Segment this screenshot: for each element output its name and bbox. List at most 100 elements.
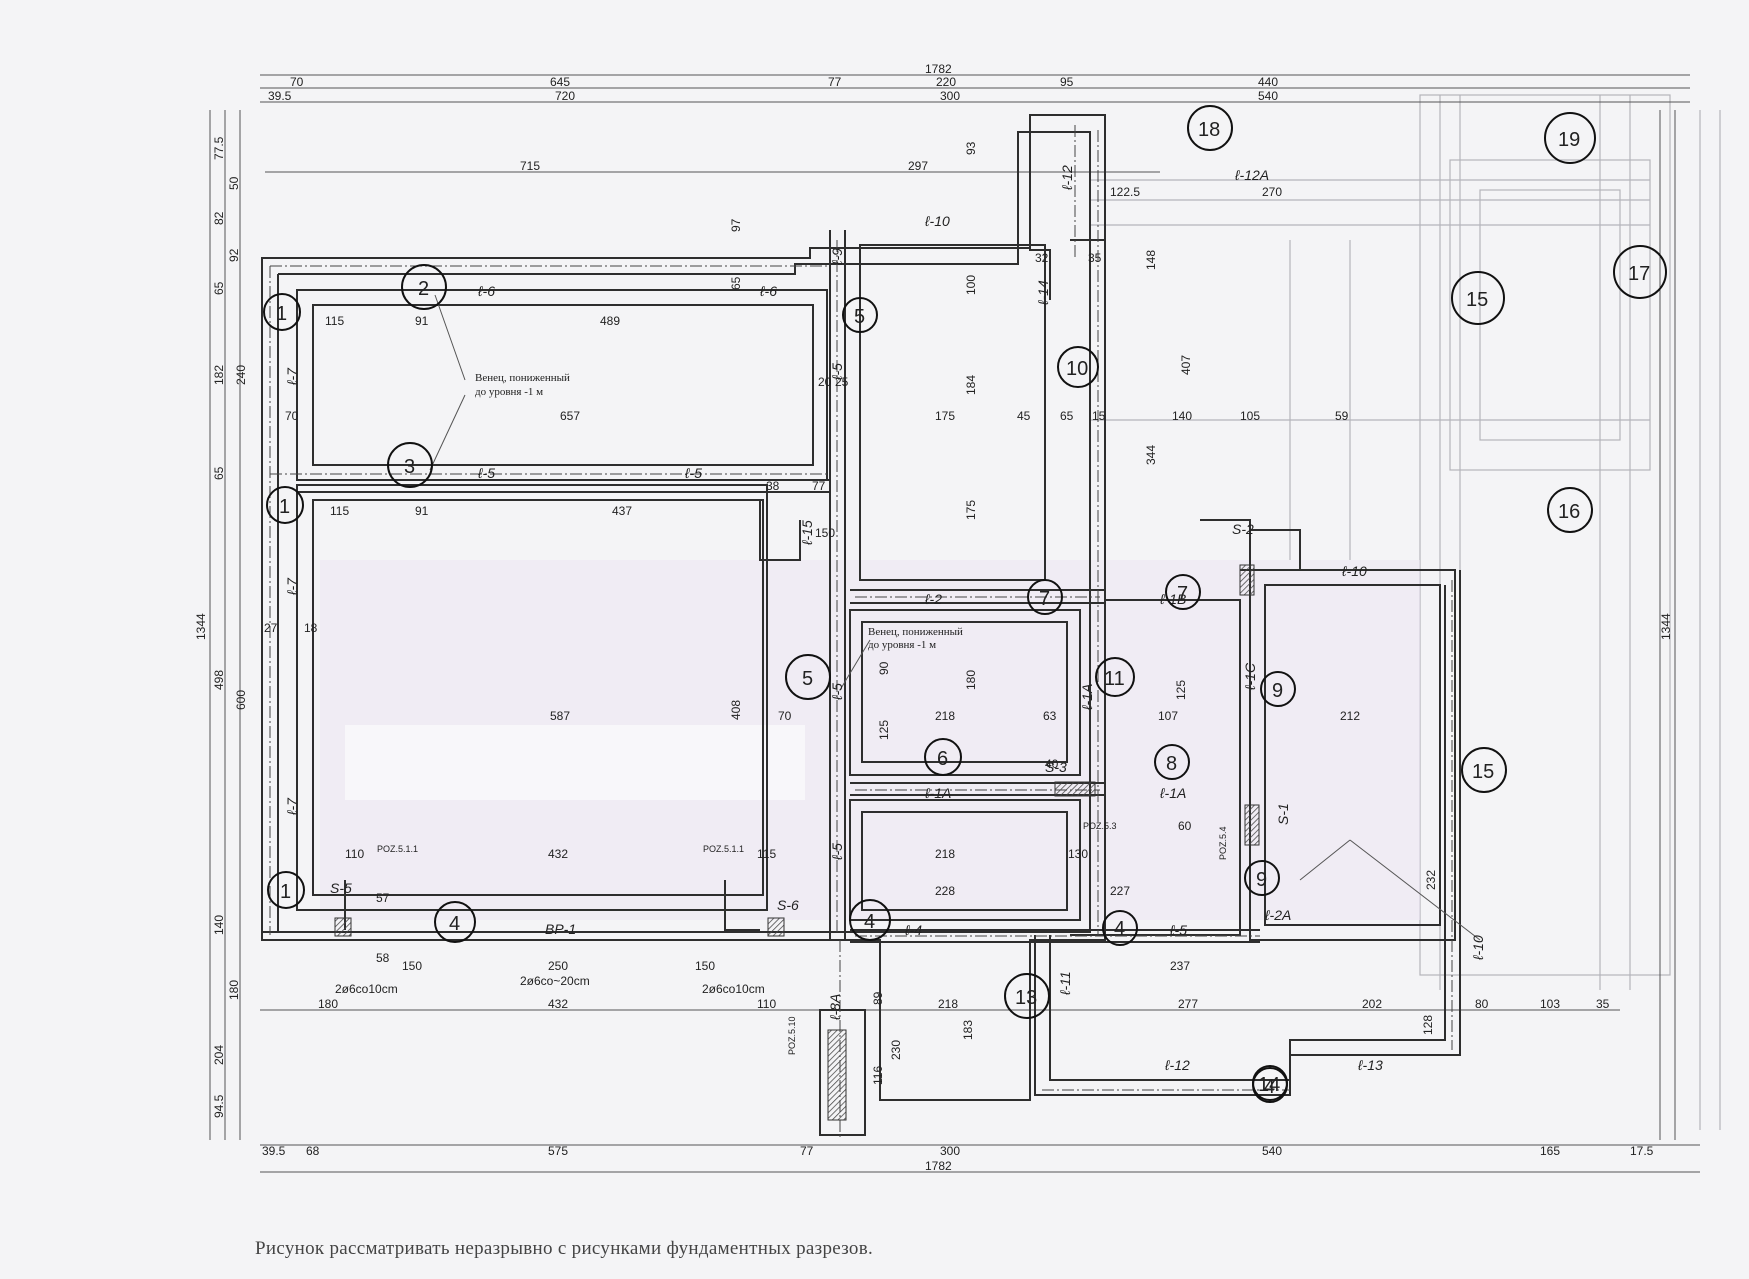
beam-label: S-2 <box>1232 521 1254 537</box>
dim-label: 93 <box>964 141 978 155</box>
rebar-label: 2ø6co~20cm <box>520 974 590 988</box>
beam-label: ℓ-5 <box>829 843 845 861</box>
rebar-label: 2ø6co10cm <box>702 982 765 996</box>
dim-label: 140 <box>1172 409 1192 423</box>
dim-label: 432 <box>548 847 568 861</box>
beam-label: ℓ-4 <box>904 922 922 938</box>
dim-label: 115 <box>757 847 776 861</box>
tag-number: 6 <box>937 748 948 770</box>
dim-label: 600 <box>234 690 248 710</box>
dim-label: 407 <box>1179 355 1193 375</box>
tag-number: 13 <box>1015 987 1037 1009</box>
post-s6 <box>767 917 785 937</box>
circled-tags <box>263 105 1667 1103</box>
beam-labels: ℓ-6 ℓ-6 ℓ-7 ℓ-7 ℓ-7 ℓ-5 ℓ-5 ℓ-15 ℓ-5 ℓ-5… <box>284 165 1486 1073</box>
dim-label: 720 <box>555 89 575 103</box>
beam-label: S-5 <box>330 880 352 896</box>
dim-bottom-total: 1782 <box>925 1159 952 1173</box>
dim-label: 103 <box>1540 997 1560 1011</box>
dim-label: 90 <box>877 661 891 675</box>
poz-label: POZ.5.1.1 <box>377 844 418 854</box>
tag-number: 15 <box>1472 761 1494 783</box>
dim-label: 150 <box>402 959 422 973</box>
dim-label: 122.5 <box>1110 185 1140 199</box>
dim-label: 270 <box>1262 185 1282 199</box>
beam-label: ℓ-15 <box>799 520 815 546</box>
dim-label: 150 <box>815 526 835 540</box>
beam-label: ℓ-12 <box>1059 165 1075 191</box>
beam-label: ℓ-7 <box>284 367 300 386</box>
poz-label: POZ.5.4 <box>1218 826 1228 860</box>
dim-label: 25 <box>835 375 849 389</box>
dim-label: 432 <box>548 997 568 1011</box>
dim-label: 94.5 <box>212 1094 226 1118</box>
dim-label: 165 <box>1540 1144 1560 1158</box>
dim-label: 437 <box>612 504 632 518</box>
tag-number: 11 <box>1104 668 1125 690</box>
dim-label: 130 <box>1068 847 1088 861</box>
dim-label: 220 <box>936 75 956 89</box>
beam-label: ℓ-1A <box>924 785 951 801</box>
dim-label: 68 <box>306 1144 320 1158</box>
dim-label: 77 <box>812 479 826 493</box>
dim-label: 300 <box>940 89 960 103</box>
dim-label: 58 <box>376 951 390 965</box>
note-lowered-ring-2-level: до уровня -1 м <box>868 639 936 651</box>
dim-label: 140 <box>212 915 226 935</box>
dim-label: 65 <box>212 466 226 480</box>
beam-label: ℓ-10 <box>1341 563 1367 579</box>
post-s3 <box>1054 781 1096 797</box>
beam-label: ℓ-6 <box>759 283 777 299</box>
dim-label: 657 <box>560 409 580 423</box>
dim-label: 70 <box>290 75 304 89</box>
tag-number: 1 <box>276 303 287 325</box>
bottom-dim-row-1: 180 432 110 218 277 202 103 35 <box>318 997 1610 1011</box>
dim-label: 277 <box>1178 997 1198 1011</box>
dim-label: 587 <box>550 709 570 723</box>
faint-background-drawing <box>1090 94 1721 1130</box>
dim-label: 17.5 <box>1630 1144 1654 1158</box>
dim-label: 92 <box>227 248 241 262</box>
inner-dims: 115 91 489 70 657 115 91 437 587 70 110 … <box>234 141 1489 1085</box>
dim-label: 228 <box>935 884 955 898</box>
beam-label: S-6 <box>777 897 799 913</box>
dim-label: 59 <box>1335 409 1349 423</box>
dim-label: 57 <box>376 891 390 905</box>
dim-label: 80 <box>1475 997 1489 1011</box>
dim-left-total: 1344 <box>194 613 208 640</box>
dim-label: 148 <box>1144 250 1158 270</box>
beam-label: ℓ-10 <box>924 213 950 229</box>
dim-label: 18 <box>304 621 318 635</box>
beam-label: ℓ-13 <box>1357 1057 1383 1073</box>
dim-label: 344 <box>1144 445 1158 465</box>
dim-label: 39.5 <box>268 89 292 103</box>
dim-label: 204 <box>212 1045 226 1065</box>
dim-label: 60 <box>1178 819 1192 833</box>
posts <box>334 564 1260 1121</box>
beam-label: ℓ-12 <box>1164 1057 1190 1073</box>
dim-label: 38 <box>766 479 780 493</box>
position-labels: POZ.5.1.1 POZ.5.1.1 POZ.5.3 POZ.5.4 POZ.… <box>377 821 1228 1055</box>
post-s1 <box>1244 804 1260 846</box>
post-s5 <box>334 917 352 937</box>
dim-label: 128 <box>1421 1015 1435 1035</box>
redacted-scribble <box>345 725 805 800</box>
dimension-lines <box>209 74 1700 1173</box>
dim-label: 82 <box>212 211 226 225</box>
dim-label: 408 <box>729 700 743 720</box>
dim-label: 645 <box>550 75 570 89</box>
tag-number: 2 <box>418 278 429 300</box>
dim-label: 575 <box>548 1144 568 1158</box>
beam-label: ℓ-2A <box>1264 907 1291 923</box>
dim-label: 300 <box>940 1144 960 1158</box>
tag-number: 5 <box>854 306 865 328</box>
dim-label: 116 <box>871 1066 885 1085</box>
dim-label: 183 <box>961 1020 975 1040</box>
dim-label: 202 <box>1362 997 1382 1011</box>
dim-label: 175 <box>935 409 955 423</box>
top-dim-row-1: 70 645 77 220 95 440 <box>290 75 1278 89</box>
left-dim-column: 77.5 50 82 92 65 182 65 498 140 180 204 … <box>212 136 241 1118</box>
beam-label: ℓ-6 <box>477 283 495 299</box>
tag-number: 9 <box>1272 680 1283 702</box>
